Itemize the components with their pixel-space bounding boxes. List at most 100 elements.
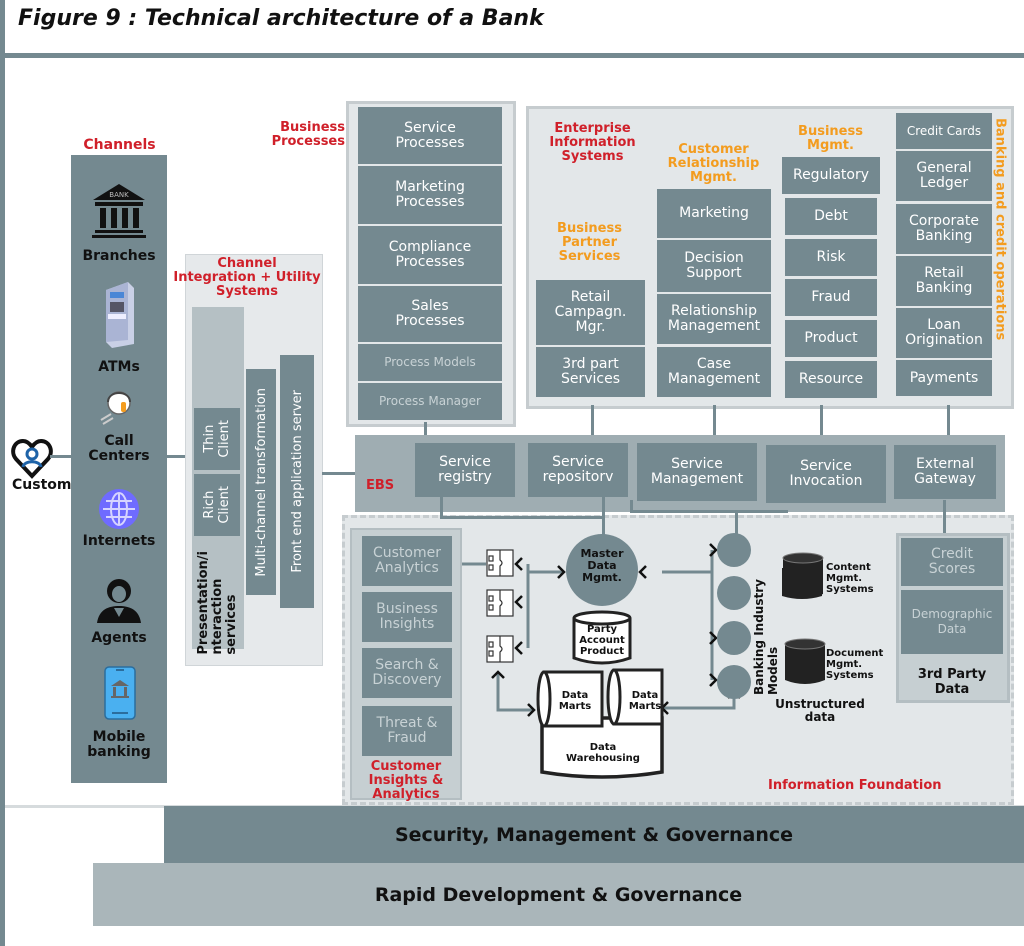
banking-item-0-label: Credit Cards xyxy=(906,123,982,138)
bp-item-3-label: Sales Processes xyxy=(395,298,465,329)
analytics-item-1[interactable]: Business Insights xyxy=(362,592,452,642)
data-marts-1-label: Data Marts xyxy=(558,690,592,712)
bm-item-3[interactable]: Fraud xyxy=(785,279,877,316)
bm-heading: Business Mgmt. xyxy=(798,124,863,153)
atm-icon xyxy=(106,282,134,348)
credit-scores-box[interactable]: Credit Scores xyxy=(901,538,1003,586)
demographic-data-box[interactable]: Demographic Data xyxy=(901,590,1003,654)
bm-item-2[interactable]: Risk xyxy=(785,239,877,276)
bp-item-4-label: Process Models xyxy=(384,355,476,369)
bp-item-0[interactable]: Service Processes xyxy=(358,107,502,164)
heart-person-icon xyxy=(11,438,53,479)
frontend-app-server-box[interactable]: Front end application server xyxy=(280,355,314,608)
bp-item-5[interactable]: Process Manager xyxy=(358,383,502,420)
connector-lines xyxy=(462,550,736,712)
thin-client-box[interactable]: Thin Client xyxy=(194,408,240,470)
analytics-item-3[interactable]: Threat & Fraud xyxy=(362,706,452,756)
crm-item-2-label: Relationship Management xyxy=(667,303,761,334)
connector-channels-integration xyxy=(167,455,185,458)
ebs-service-3[interactable]: Service Invocation xyxy=(766,445,886,503)
ebs-service-4-label: External Gateway xyxy=(914,456,976,487)
data-marts-2-label: Data Marts xyxy=(628,690,662,712)
multichannel-transformation-box[interactable]: Multi-channel transformation xyxy=(246,369,276,595)
bm-item-5[interactable]: Resource xyxy=(785,361,877,398)
connector-bp-ebs xyxy=(424,422,427,436)
party-account-product-cylinder xyxy=(572,610,632,665)
crm-item-2[interactable]: Relationship Management xyxy=(657,294,771,344)
bps-item-1[interactable]: 3rd part Services xyxy=(536,347,645,397)
connector-mgmt-bim-h xyxy=(630,510,788,513)
bm-item-5-label: Resource xyxy=(798,371,864,387)
agent-person-icon xyxy=(97,579,141,623)
connector-mgmt-bim-v xyxy=(735,510,738,538)
data-marts-cylinders xyxy=(536,668,664,728)
crm-item-0[interactable]: Marketing xyxy=(657,189,771,238)
bp-item-4[interactable]: Process Models xyxy=(358,344,502,381)
bp-item-2-label: Compliance Processes xyxy=(388,239,472,270)
rapid-band: Rapid Development & Governance xyxy=(93,863,1024,926)
connector-integration-ebs xyxy=(322,472,356,475)
enterprise-heading: Enterprise Information Systems xyxy=(549,121,636,164)
document-mgmt-label: Document Mgmt. Systems xyxy=(826,648,884,681)
analytics-heading: Customer Insights & Analytics xyxy=(368,759,444,802)
bm-item-1[interactable]: Debt xyxy=(785,198,877,235)
ebs-service-1[interactable]: Service repositorv xyxy=(528,443,628,497)
security-band: Security, Management & Governance xyxy=(164,806,1024,863)
bm-item-0-label: Regulatory xyxy=(792,167,870,183)
ebs-service-0[interactable]: Service registry xyxy=(415,443,515,497)
rich-client-box[interactable]: Rich Client xyxy=(194,474,240,536)
channel-label-branches: Branches xyxy=(82,248,156,264)
bp-item-1-label: Marketing Processes xyxy=(395,179,465,210)
ebs-service-2[interactable]: Service Management xyxy=(637,443,757,501)
crm-item-3[interactable]: Case Management xyxy=(657,347,771,397)
bp-item-2[interactable]: Compliance Processes xyxy=(358,226,502,284)
ebs-service-4[interactable]: External Gateway xyxy=(894,445,996,499)
bim-label: Banking Industry Models xyxy=(752,579,780,695)
bm-item-4[interactable]: Product xyxy=(785,320,877,357)
analytics-item-0[interactable]: Customer Analytics xyxy=(362,536,452,586)
bp-item-0-label: Service Processes xyxy=(395,119,465,151)
connector-ebs-bus-1 xyxy=(440,496,443,518)
channel-label-call-centers: Call Centers xyxy=(88,433,150,464)
banking-item-3[interactable]: Retail Banking xyxy=(896,256,992,306)
connector-bm-ebs xyxy=(820,405,823,436)
analytics-item-0-label: Customer Analytics xyxy=(372,545,441,576)
integration-adapter-icons xyxy=(486,549,514,663)
channel-label-mobile-banking: Mobile banking xyxy=(87,729,151,760)
connector-bps-ebs xyxy=(591,405,594,436)
banking-item-5[interactable]: Payments xyxy=(896,360,992,396)
bm-item-4-label: Product xyxy=(804,330,858,346)
ebs-service-0-label: Service registry xyxy=(438,454,492,485)
channels-heading: Channels xyxy=(83,137,156,153)
channel-integration-heading: Channel Integration + Utility Systems xyxy=(173,256,321,299)
connector-ebs-bus-2 xyxy=(440,516,605,519)
adapter-icon-3 xyxy=(486,635,514,663)
bm-item-2-label: Risk xyxy=(816,249,846,265)
banking-item-4-label: Loan Origination xyxy=(905,317,983,348)
ebs-service-2-label: Service Management xyxy=(650,456,744,487)
bm-item-3-label: Fraud xyxy=(811,289,851,305)
bp-item-3[interactable]: Sales Processes xyxy=(358,286,502,342)
banking-item-4[interactable]: Loan Origination xyxy=(896,308,992,358)
adapter-icon-1 xyxy=(486,549,514,577)
content-mgmt-label: Content Mgmt. Systems xyxy=(826,562,874,595)
bank-building-icon: BANK xyxy=(92,184,146,238)
data-warehouse-cylinder xyxy=(540,716,664,779)
banking-item-2-label: Corporate Banking xyxy=(909,213,979,244)
connector-ebs-bus-3 xyxy=(602,496,605,540)
crm-item-1[interactable]: Decision Support xyxy=(657,240,771,292)
crm-item-1-label: Decision Support xyxy=(684,250,744,281)
security-band-label: Security, Management & Governance xyxy=(394,823,794,846)
bps-item-0[interactable]: Retail Campagn. Mgr. xyxy=(536,280,645,345)
banking-item-0[interactable]: Credit Cards xyxy=(896,113,992,149)
channel-branches[interactable]: BANK xyxy=(71,180,167,270)
banking-item-2[interactable]: Corporate Banking xyxy=(896,204,992,254)
content-mgmt-db-icon xyxy=(782,552,824,598)
mdm-label: Master Data Mgmt. xyxy=(580,547,624,584)
crm-item-0-label: Marketing xyxy=(679,205,749,221)
bp-item-1[interactable]: Marketing Processes xyxy=(358,166,502,224)
banking-item-1[interactable]: General Ledger xyxy=(896,151,992,201)
analytics-item-2[interactable]: Search & Discovery xyxy=(362,648,452,698)
bm-item-0[interactable]: Regulatory xyxy=(782,157,880,194)
banking-item-1-label: General Ledger xyxy=(916,160,972,191)
